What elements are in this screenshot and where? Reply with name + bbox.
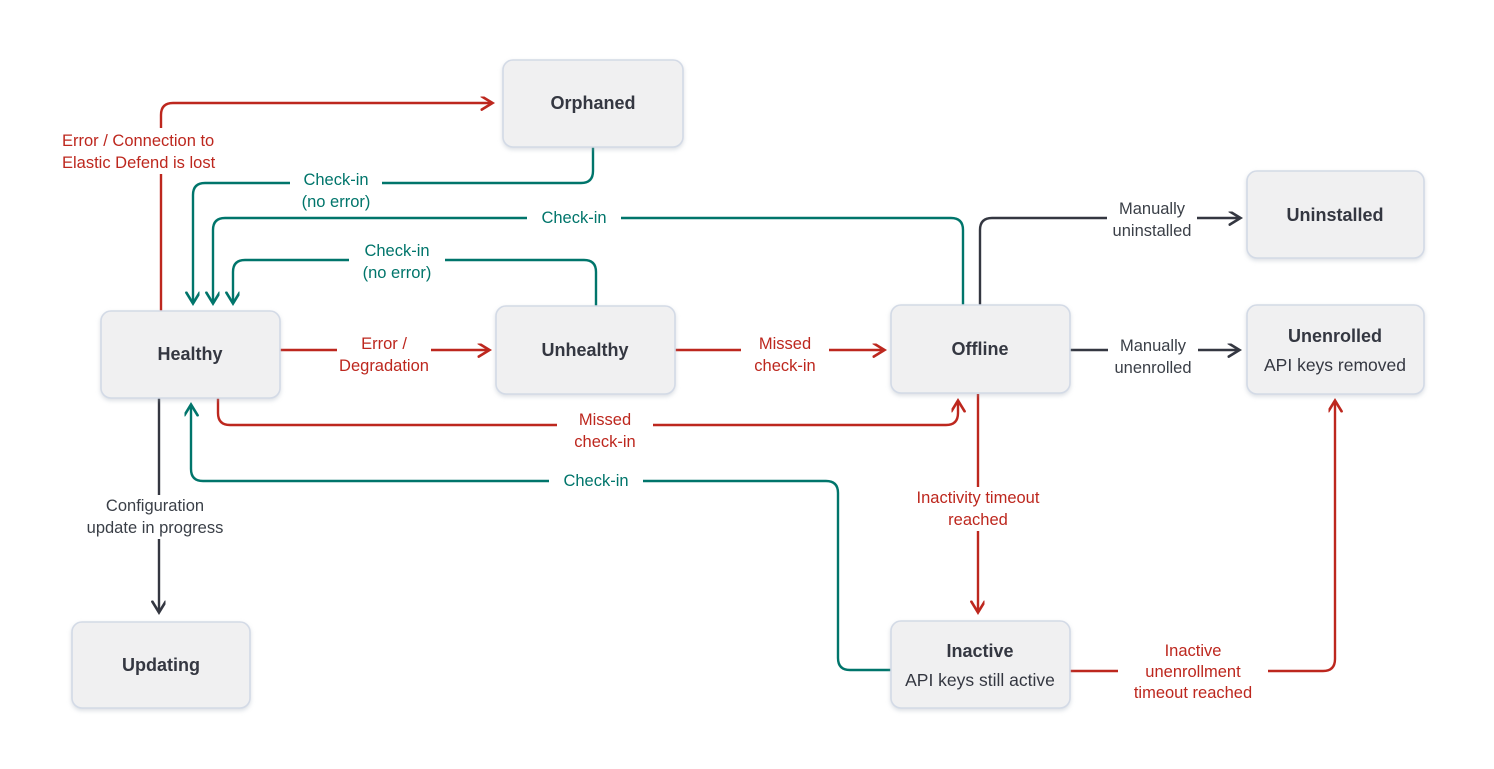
- node-unenrolled: Unenrolled API keys removed: [1246, 304, 1425, 395]
- label-mask: [1107, 198, 1197, 240]
- edge-label-masks: [54, 128, 1268, 704]
- label-mask: [349, 240, 445, 282]
- node-updating-box: [71, 621, 251, 709]
- node-unenrolled-subtitle: API keys removed: [1264, 355, 1406, 375]
- node-offline: Offline: [890, 304, 1071, 394]
- edge-label-missed-checkin-bottom-line2: check-in: [574, 433, 635, 451]
- edge-label-manually-uninstalled-line1: Manually: [1119, 200, 1186, 218]
- edge-label-missed-checkin-bottom-line1: Missed: [579, 411, 631, 429]
- edge-healthy-to-orphaned: [159, 103, 492, 311]
- edge-labels: Error / Connection to Elastic Defend is …: [62, 132, 1252, 702]
- node-offline-box: [890, 304, 1071, 394]
- node-inactive-subtitle: API keys still active: [905, 670, 1055, 690]
- node-inactive: Inactive API keys still active: [890, 620, 1071, 709]
- edge-label-manually-unenrolled-line2: unenrolled: [1114, 359, 1191, 377]
- label-mask: [549, 470, 643, 493]
- node-healthy-title: Healthy: [157, 344, 222, 364]
- edge-label-manually-uninstalled-line2: uninstalled: [1113, 222, 1192, 240]
- edge-label-configuration-update-line1: Configuration: [106, 497, 204, 515]
- edge-label-error-degradation-line2: Degradation: [339, 357, 429, 375]
- node-orphaned: Orphaned: [502, 59, 684, 148]
- label-mask: [85, 495, 231, 539]
- edge-label-inactive-unenrollment-line2: unenrollment: [1145, 663, 1241, 681]
- label-mask: [897, 487, 1059, 531]
- edge-offline-to-uninstalled: [978, 218, 1240, 305]
- node-orphaned-title: Orphaned: [550, 93, 635, 113]
- node-healthy: Healthy: [100, 310, 281, 399]
- node-unhealthy: Unhealthy: [495, 305, 676, 395]
- node-uninstalled-box: [1246, 170, 1425, 259]
- node-uninstalled-title: Uninstalled: [1286, 205, 1383, 225]
- edge-label-checkin-inactive: Check-in: [563, 472, 628, 490]
- edge-label-checkin-orphaned-line2: (no error): [302, 193, 371, 211]
- label-mask: [527, 207, 621, 230]
- edge-label-error-degradation-line1: Error /: [361, 335, 407, 353]
- node-offline-title: Offline: [952, 339, 1009, 359]
- node-unhealthy-box: [495, 305, 676, 395]
- label-mask: [54, 128, 250, 174]
- node-unenrolled-box: [1246, 304, 1425, 395]
- edge-label-missed-checkin-top-line1: Missed: [759, 335, 811, 353]
- label-mask: [1108, 335, 1198, 377]
- label-mask: [1118, 640, 1268, 704]
- edge-label-manually-unenrolled-line1: Manually: [1120, 337, 1187, 355]
- edge-label-inactive-unenrollment-line3: timeout reached: [1134, 684, 1252, 702]
- edge-label-checkin-unhealthy-line2: (no error): [363, 264, 432, 282]
- edge-label-inactivity-timeout-line2: reached: [948, 511, 1008, 529]
- node-unhealthy-title: Unhealthy: [541, 340, 628, 360]
- edge-label-checkin-orphaned-line1: Check-in: [303, 171, 368, 189]
- node-uninstalled: Uninstalled: [1246, 170, 1425, 259]
- label-mask: [337, 333, 431, 375]
- edge-inactive-to-unenrolled: [1070, 401, 1335, 673]
- node-inactive-box: [890, 620, 1071, 709]
- node-unenrolled-title: Unenrolled: [1288, 326, 1382, 346]
- edge-label-checkin-offline: Check-in: [541, 209, 606, 227]
- node-updating: Updating: [71, 621, 251, 709]
- node-updating-title: Updating: [122, 655, 200, 675]
- label-mask: [741, 333, 829, 375]
- node-healthy-box: [100, 310, 281, 399]
- edge-label-configuration-update-line2: update in progress: [87, 519, 224, 537]
- edge-label-inactive-unenrollment-line1: Inactive: [1165, 642, 1222, 660]
- edge-label-error-connection-line2: Elastic Defend is lost: [62, 154, 216, 172]
- edge-label-error-connection-line1: Error / Connection to: [62, 132, 214, 150]
- edge-label-inactivity-timeout-line1: Inactivity timeout: [917, 489, 1040, 507]
- node-orphaned-box: [502, 59, 684, 148]
- label-mask: [290, 169, 382, 192]
- label-mask: [557, 409, 653, 451]
- node-inactive-title: Inactive: [946, 641, 1013, 661]
- edge-inactive-to-healthy-checkin: [191, 405, 891, 672]
- edge-orphaned-to-healthy: [193, 147, 595, 303]
- edge-label-missed-checkin-top-line2: check-in: [754, 357, 815, 375]
- edge-label-checkin-unhealthy-line1: Check-in: [364, 242, 429, 260]
